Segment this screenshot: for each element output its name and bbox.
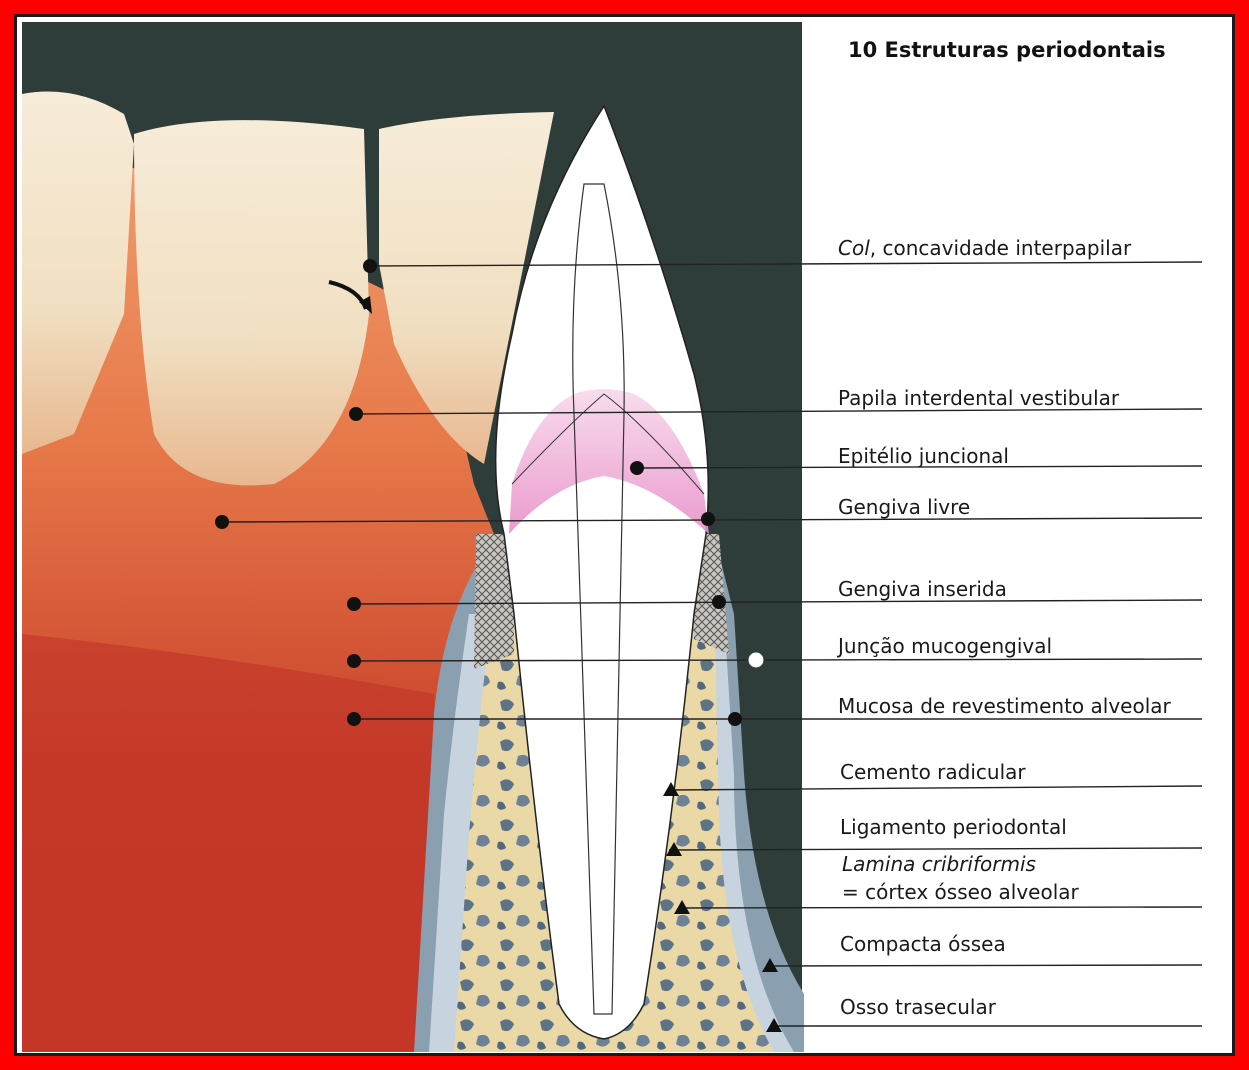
label-papila: Papila interdental vestibular [838, 386, 1119, 410]
label-gengiva-inserida: Gengiva inserida [838, 577, 1007, 601]
label-cemento: Cemento radicular [840, 760, 1026, 784]
label-col: Col, concavidade interpapilar [838, 236, 1131, 260]
white-marker [749, 653, 763, 667]
label-lamina: Lamina cribriformis [842, 852, 1036, 876]
label-osso: Osso trasecular [840, 995, 996, 1019]
label-mucosa: Mucosa de revestimento alveolar [838, 694, 1171, 718]
figure-frame: 10 Estruturas periodontais Col, concavid… [14, 14, 1235, 1056]
label-ligamento: Ligamento periodontal [840, 815, 1067, 839]
figure-title: 10 Estruturas periodontais [848, 38, 1166, 62]
alveolar-mucosa-photo [22, 634, 434, 1052]
label-gengiva-livre: Gengiva livre [838, 495, 970, 519]
label-juncao: Junção mucogengival [838, 634, 1052, 658]
label-epitelio: Epitélio juncional [838, 444, 1009, 468]
label-compacta: Compacta óssea [840, 932, 1006, 956]
label-cortex: = córtex ósseo alveolar [842, 880, 1079, 904]
